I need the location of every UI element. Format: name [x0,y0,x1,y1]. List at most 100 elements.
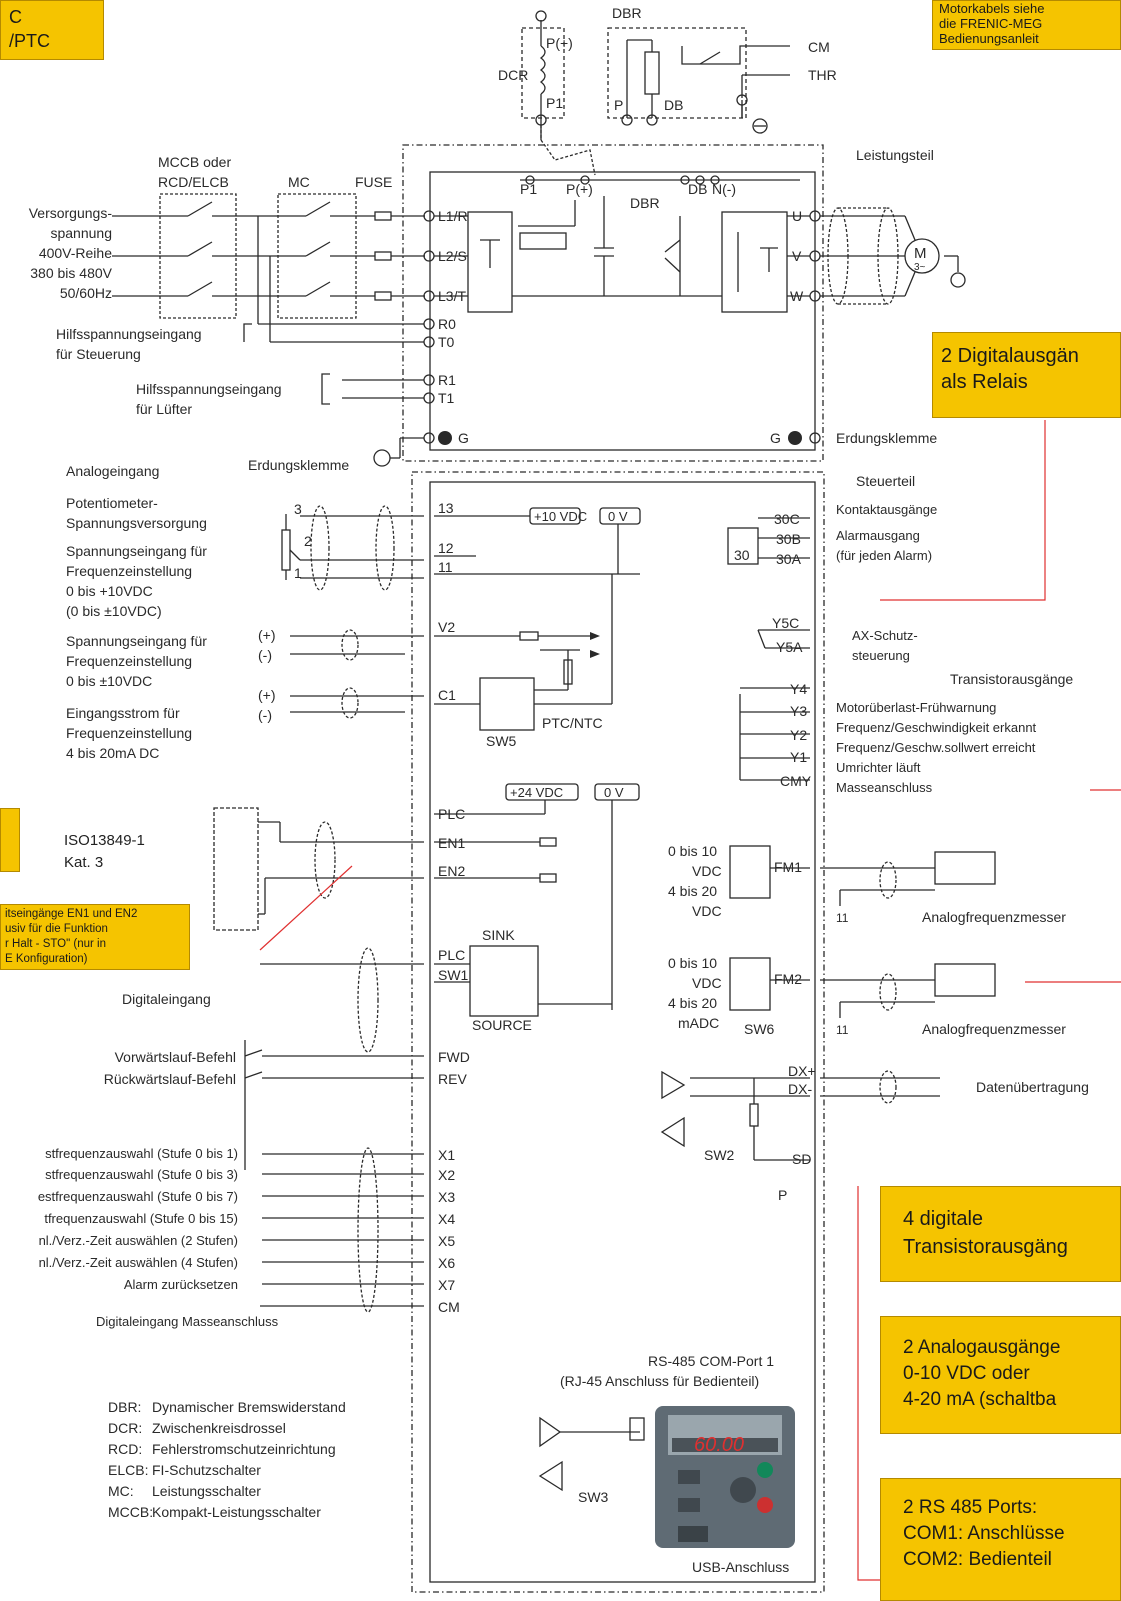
callout-transistor-line1: 4 digitale [903,1208,984,1230]
term-r0: R0 [438,316,456,332]
iin-2: Frequenzeinstellung [66,725,192,741]
callout-top-right-line2: die FRENIC-MEG [939,16,1043,31]
term-x6: X6 [438,1255,455,1271]
sto-note-3: r Halt - STO" (nur in [5,938,107,950]
dbr-top-label: DBR [612,5,642,21]
callout-relay: 2 Digitalausgän als Relais [932,332,1121,418]
vin1-1: Spannungseingang für [66,543,207,559]
vin1-2: Frequenzeinstellung [66,563,192,579]
legend-text-mc: Leistungsschalter [152,1483,261,1499]
x1-text: stfrequenzauswahl (Stufe 0 bis 1) [45,1146,238,1161]
legend-abbr-dcr: DCR: [108,1420,142,1436]
rev-text: Rückwärtslauf-Befehl [104,1071,236,1087]
legend-text-dcr: Zwischenkreisdrossel [152,1420,286,1436]
term-r1: R1 [438,372,456,388]
term-y5a: Y5A [776,639,803,655]
c1-plus: (+) [258,687,276,703]
cm-label: CM [808,39,830,55]
term-c1: C1 [438,687,456,703]
x4-text: tfrequenzauswahl (Stufe 0 bis 15) [44,1211,238,1226]
x7-text: Alarm zurücksetzen [124,1277,238,1292]
kontakt-label: Kontaktausgänge [836,502,937,517]
motor-symbol [904,238,940,274]
alarm-1: Alarmausgang [836,528,920,543]
callout-analog-line2: 0-10 VDC oder [903,1363,1030,1384]
y1-text: Umrichter läuft [836,760,921,775]
supply-text-5: 50/60Hz [60,285,112,301]
term-sd: SD [792,1151,811,1167]
term-en2: EN2 [438,863,465,879]
fm1-lab-2: VDC [692,863,722,879]
term-l3t: L3/T [438,288,466,304]
term-12: 12 [438,540,454,556]
mccb-label-2: RCD/ELCB [158,174,229,190]
fwd-text: Vorwärtslauf-Befehl [115,1049,236,1065]
term-sw1: SW1 [438,967,469,983]
callout-sto-left [0,808,20,872]
term-v2: V2 [438,619,455,635]
term-dxminus: DX- [788,1081,812,1097]
c1-minus: (-) [258,707,272,723]
term-y2: Y2 [790,727,807,743]
pot-1: Potentiometer- [66,495,158,511]
legend-abbr-rcd: RCD: [108,1441,142,1457]
callout-rs485: 2 RS 485 Ports: COM1: Anschlüsse COM2: B… [880,1478,1121,1601]
callout-analog-line3: 4-20 mA (schaltba [903,1389,1057,1410]
legend-text-elcb: FI-Schutzschalter [152,1462,261,1478]
term-en1: EN1 [438,835,465,851]
term-x4: X4 [438,1211,455,1227]
data-label: Datenübertragung [976,1079,1089,1095]
erdung-right: Erdungsklemme [836,430,937,446]
aux-fan-1: Hilfsspannungseingang [136,381,282,397]
sink-label: SINK [482,927,515,943]
term-30b: 30B [776,531,801,547]
leader-sto [259,865,353,951]
p-label-bottom: P [778,1187,787,1203]
x5-text: nl./Verz.-Zeit auswählen (2 Stufen) [39,1233,238,1248]
bus-label-p1: P1 [520,181,537,197]
term-l2s: L2/S [438,248,467,264]
term-v: V [792,248,802,264]
callout-analog-line1: 2 Analogausgänge [903,1337,1061,1358]
ptc-label: PTC/NTC [542,715,603,731]
fm1-lab-1: 0 bis 10 [668,843,717,859]
iin-3: 4 bis 20mA DC [66,745,159,761]
steuerteil-label: Steuerteil [856,473,915,489]
term-l1r: L1/R [438,208,468,224]
meter-2-label: Analogfrequenzmesser [922,1021,1066,1037]
v2-minus: (-) [258,647,272,663]
term-x5: X5 [438,1233,455,1249]
supply-text-1: Versorgungs- [29,205,113,221]
term-g-right: G [770,430,781,446]
control-section-border [411,471,825,1593]
term-u: U [792,208,802,224]
sto-note-1: itseingänge EN1 und EN2 [5,908,138,920]
erdung-left: Erdungsklemme [248,457,349,473]
callout-rs485-line1: 2 RS 485 Ports: [903,1497,1038,1518]
legend-text-dbr: Dynamischer Bremswiderstand [152,1399,346,1415]
callout-sto-note: itseingänge EN1 und EN2 usiv für die Fun… [0,904,190,970]
y2-text: Frequenz/Geschw.sollwert erreicht [836,740,1036,755]
term-y4: Y4 [790,681,807,697]
callout-top-left-line1: C [9,7,22,27]
callout-rs485-line2: COM1: Anschlüsse [903,1523,1065,1544]
rs485-title-2: (RJ-45 Anschluss für Bedienteil) [560,1373,759,1389]
leistungsteil-label: Leistungsteil [856,147,934,163]
sto-note-4: E Konfiguration) [5,953,88,965]
usb-label: USB-Anschluss [692,1559,789,1575]
term-cm: CM [438,1299,460,1315]
legend-abbr-dbr: DBR: [108,1399,141,1415]
term-x1: X1 [438,1147,455,1163]
alarm-2: (für jeden Alarm) [836,548,932,563]
callout-analog: 2 Analogausgänge 0-10 VDC oder 4-20 mA (… [880,1316,1121,1434]
vin2-2: Frequenzeinstellung [66,653,192,669]
term-g-left: G [458,430,469,446]
source-label: SOURCE [472,1017,532,1033]
term-t1: T1 [438,390,455,406]
fm1-11: 11 [836,911,849,925]
bus-label-pplus: P(+) [566,181,593,197]
keypad-display: 60.00 [694,1434,744,1456]
legend-abbr-mccb: MCCB: [108,1504,153,1520]
rs485-title-1: RS-485 COM-Port 1 [648,1353,774,1369]
